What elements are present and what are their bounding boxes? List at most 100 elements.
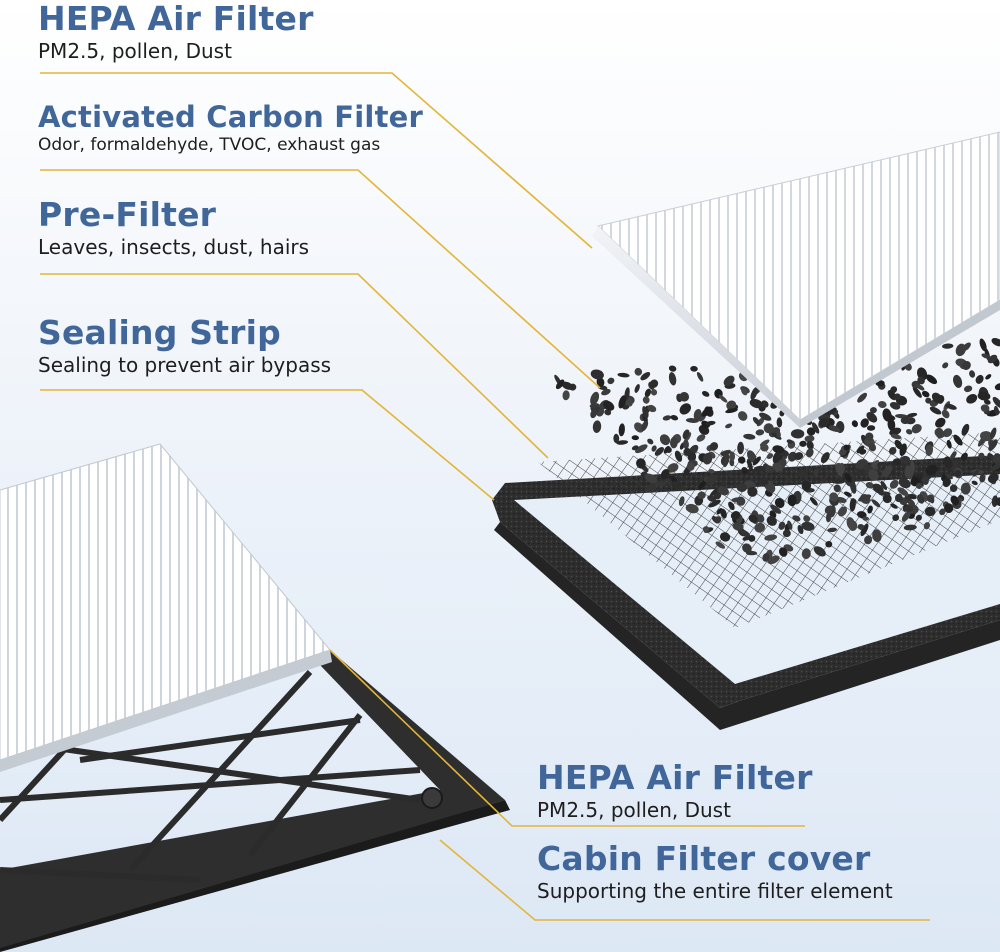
carbon-granule — [979, 473, 986, 483]
carbon-granule — [889, 402, 901, 410]
carbon-granule — [701, 406, 713, 417]
carbon-granule — [813, 546, 826, 557]
carbon-granule — [640, 372, 651, 381]
carbon-granule — [858, 494, 872, 502]
carbon-granule — [786, 439, 793, 444]
carbon-granule — [679, 403, 692, 415]
carbon-granule — [653, 481, 667, 487]
carbon-granule — [725, 423, 733, 429]
carbon-granule — [719, 532, 731, 542]
carbon-granule — [754, 522, 766, 533]
carbon-granule — [899, 455, 911, 464]
carbon-granule — [669, 436, 678, 449]
carbon-granule — [961, 423, 970, 436]
carbon-granule — [763, 423, 774, 434]
carbon-granule — [953, 374, 963, 388]
carbon-granule — [709, 442, 719, 451]
carbon-granule — [906, 412, 918, 418]
carbon-granule — [917, 376, 925, 385]
carbon-granule — [972, 469, 980, 477]
carbon-granule — [915, 383, 925, 391]
carbon-granule — [878, 400, 887, 409]
leader-line-sealing — [40, 389, 495, 501]
carbon-granule — [981, 353, 990, 359]
carbon-granule — [801, 521, 815, 531]
carbon-granule — [962, 361, 971, 370]
carbon-granule — [743, 433, 756, 440]
carbon-granule — [618, 423, 625, 437]
sealing-subtitle: Sealing to prevent air bypass — [38, 353, 332, 377]
carbon-granule — [898, 478, 911, 489]
carbon-granule — [925, 374, 938, 385]
carbon-granule — [805, 448, 814, 458]
label-carbon: Activated Carbon Filter Odor, formaldehy… — [38, 100, 423, 156]
hepa-top-subtitle: PM2.5, pollen, Dust — [38, 39, 232, 63]
carbon-granule — [636, 458, 646, 469]
carbon-granule — [813, 468, 820, 476]
carbon-granule — [942, 477, 951, 488]
carbon-granule — [766, 453, 774, 460]
carbon-granule — [697, 491, 706, 500]
carbon-granule — [618, 395, 627, 409]
carbon-granule — [686, 462, 695, 471]
carbon-granule — [641, 420, 649, 432]
carbon-granule — [787, 451, 797, 462]
carbon-granule — [904, 466, 914, 479]
carbon-granule — [746, 450, 757, 463]
carbon-granule — [718, 394, 728, 403]
carbon-granule — [939, 508, 946, 516]
carbon-granule — [790, 429, 805, 439]
carbon-granule — [908, 493, 917, 500]
carbon-granule — [750, 388, 758, 400]
carbon-granule — [774, 497, 785, 509]
carbon-granule — [869, 407, 877, 414]
carbon-granule — [720, 508, 727, 519]
carbon-granule — [631, 445, 639, 451]
carbon-granule — [849, 498, 856, 512]
carbon-granule — [801, 548, 811, 560]
carbon-granule — [915, 514, 922, 521]
carbon-granule — [857, 523, 865, 530]
carbon-granule — [929, 406, 942, 415]
carbon-granule — [607, 377, 615, 385]
carbon-granule — [772, 462, 784, 472]
carbon-granule — [748, 514, 758, 523]
carbon-granule — [752, 416, 760, 425]
carbon-granule — [746, 458, 753, 472]
carbon-granule — [642, 406, 649, 419]
carbon-granule — [960, 452, 968, 461]
cover-subtitle: Supporting the entire filter element — [537, 879, 893, 903]
carbon-granule — [804, 435, 815, 443]
carbon-granule — [679, 391, 690, 402]
carbon-granule — [590, 391, 600, 405]
carbon-granule — [693, 408, 702, 421]
carbon-granule — [945, 403, 957, 410]
leader-lines — [40, 72, 930, 921]
carbon-granule — [955, 343, 966, 357]
carbon-granule — [945, 473, 953, 480]
carbon-granule — [682, 429, 690, 440]
carbon-granule — [860, 418, 869, 428]
carbon-granule — [953, 434, 963, 446]
leader-line-hepa-top — [40, 72, 593, 249]
carbon-subtitle: Odor, formaldehyde, TVOC, exhaust gas — [38, 135, 381, 155]
carbon-granule — [916, 474, 924, 487]
carbon-granule — [931, 392, 943, 404]
carbon-granule — [596, 377, 605, 387]
carbon-granule — [678, 496, 685, 507]
carbon-granule — [866, 412, 878, 423]
carbon-granule — [975, 374, 984, 384]
carbon-granule — [942, 428, 953, 438]
label-hepa-bottom: HEPA Air Filter PM2.5, pollen, Dust — [537, 759, 813, 823]
carbon-granule — [806, 440, 814, 450]
carbon-granule — [923, 522, 930, 530]
carbon-granule — [601, 388, 611, 396]
cabin-filter-cover-shape — [0, 650, 510, 952]
prefilter-subtitle: Leaves, insects, dust, hairs — [38, 235, 310, 259]
carbon-granule — [991, 337, 1000, 347]
carbon-granule — [762, 553, 770, 562]
carbon-granule — [917, 494, 925, 504]
carbon-granule — [901, 511, 911, 522]
carbon-granule — [824, 407, 837, 416]
